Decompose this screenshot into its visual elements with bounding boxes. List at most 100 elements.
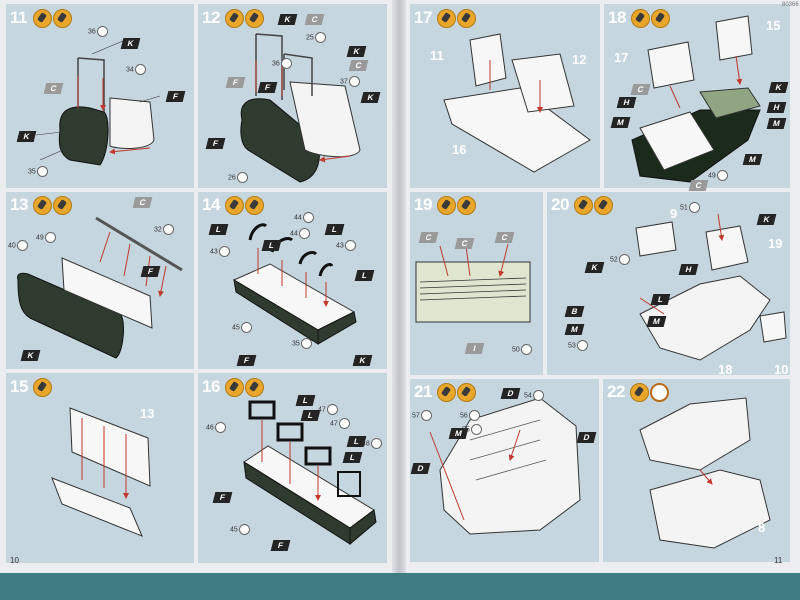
glue-icon [437,196,456,215]
step-number: 21 [414,382,432,401]
part-number: 53 [568,340,588,351]
paint-icon [594,196,613,215]
paint-icon [245,196,264,215]
part-number: 57 [412,410,432,421]
paint-code: F [212,492,233,503]
paint-code: C [43,83,64,94]
part-number: 45 [230,524,250,535]
part-number: 40 [8,240,28,251]
paint-icon [457,196,476,215]
reference-number: 17 [614,50,629,65]
reference-number: 8 [758,520,766,535]
paint-code: C [454,238,475,249]
step-number: 14 [202,195,220,214]
part-number: 51 [680,202,700,213]
glue-icon [437,9,456,28]
paint-code: H [766,102,787,113]
step-number: 22 [607,382,625,401]
paint-code: C [348,60,369,71]
paint-code: B [564,306,585,317]
part-number: 45 [232,322,252,333]
step-number: 17 [414,8,432,27]
glue-icon [630,383,649,402]
part-number: 47 [318,404,338,415]
step-number: 11 [10,8,27,27]
reference-number: 10 [774,362,789,377]
reference-number: 19 [768,236,783,251]
paint-code: F [140,266,161,277]
paint-code: L [342,452,363,463]
paint-code: D [576,432,597,443]
paint-icon [457,383,476,402]
step-21-panel [410,379,599,562]
glue-icon [33,196,52,215]
part-number: 47 [330,418,350,429]
paint-code: K [756,214,777,225]
part-number: 26 [228,172,248,183]
paint-code: K [768,82,789,93]
paint-code: L [261,240,282,251]
glue-icon [574,196,593,215]
paint-code: K [120,38,141,49]
part-number: 36 [272,58,292,69]
paint-code: L [295,395,316,406]
part-number: 52 [610,254,630,265]
paint-code: C [304,14,325,25]
glue-icon [225,9,244,28]
part-number: 35 [292,338,312,349]
reference-number: 13 [140,406,155,421]
paint-code: F [205,138,226,149]
drying-time-icon [650,383,669,402]
paint-code: K [346,46,367,57]
part-number: 44 [294,212,314,223]
reference-number: 15 [766,18,781,33]
reference-number: 18 [718,362,733,377]
step-number: 18 [608,8,626,27]
step-12-panel [198,4,387,188]
part-number: 34 [126,64,146,75]
step-number: 20 [551,195,569,214]
part-number: 35 [28,166,48,177]
paint-code: M [564,324,585,335]
glue-icon [33,378,52,397]
paint-code: C [494,232,515,243]
paint-code: L [208,224,229,235]
paint-code: K [360,92,381,103]
paint-code: K [584,262,605,273]
paint-code: D [500,388,521,399]
paint-code: F [270,540,291,551]
part-number: 54 [524,390,544,401]
step-number: 13 [10,195,28,214]
part-number: 50 [512,344,532,355]
paint-icon [53,196,72,215]
paint-code: C [688,180,709,191]
header-code: 80366 [782,2,799,8]
paint-icon [457,9,476,28]
paint-code: I [464,343,485,354]
reference-number: 16 [452,142,467,157]
paint-code: M [610,117,631,128]
part-number: 43 [210,246,230,257]
paint-code: H [616,97,637,108]
paint-code: M [646,316,667,327]
paint-code: M [742,154,763,165]
paint-code: K [16,131,37,142]
paint-code: F [257,82,278,93]
glue-icon [225,378,244,397]
page-number-right: 11 [774,556,783,565]
glue-icon [631,9,650,28]
step-15-panel [6,373,194,563]
paint-code: K [352,355,373,366]
part-number: 49 [708,170,728,181]
step-number: 16 [202,377,220,396]
part-number: 32 [154,224,174,235]
glue-icon [225,196,244,215]
part-number: 43 [336,240,356,251]
paint-code: F [165,91,186,102]
reference-number: 11 [430,48,444,63]
paint-code: K [20,350,41,361]
paint-icon [53,9,72,28]
part-number: 36 [88,26,108,37]
paint-code: K [277,14,298,25]
